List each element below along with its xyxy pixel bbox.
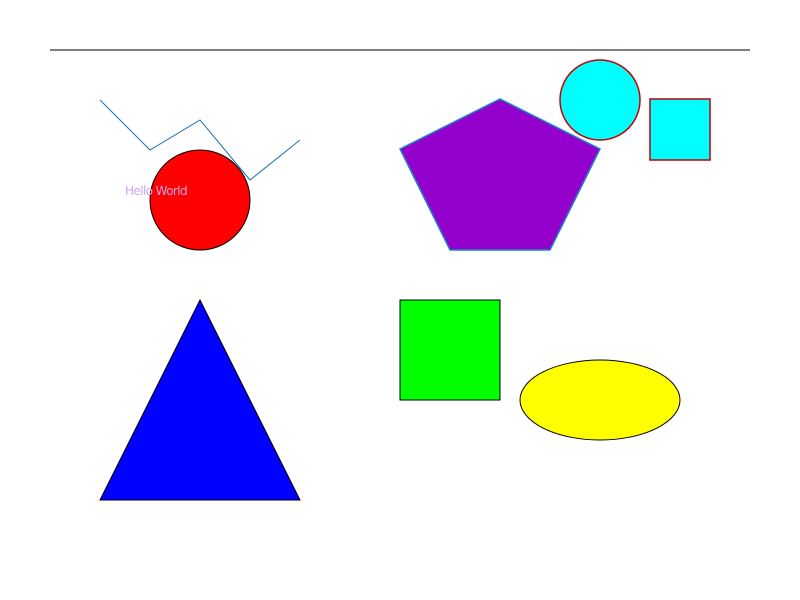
cyan-square	[649, 98, 711, 161]
cyan-circle	[559, 59, 641, 141]
yellow-ellipse	[519, 359, 681, 441]
red-circle	[149, 149, 251, 251]
green-square	[399, 299, 501, 401]
hello-world-label: Hello World	[125, 184, 187, 198]
zigzag-polyline	[99, 99, 301, 181]
blue-triangle	[99, 298, 301, 501]
purple-pentagon	[398, 98, 602, 251]
